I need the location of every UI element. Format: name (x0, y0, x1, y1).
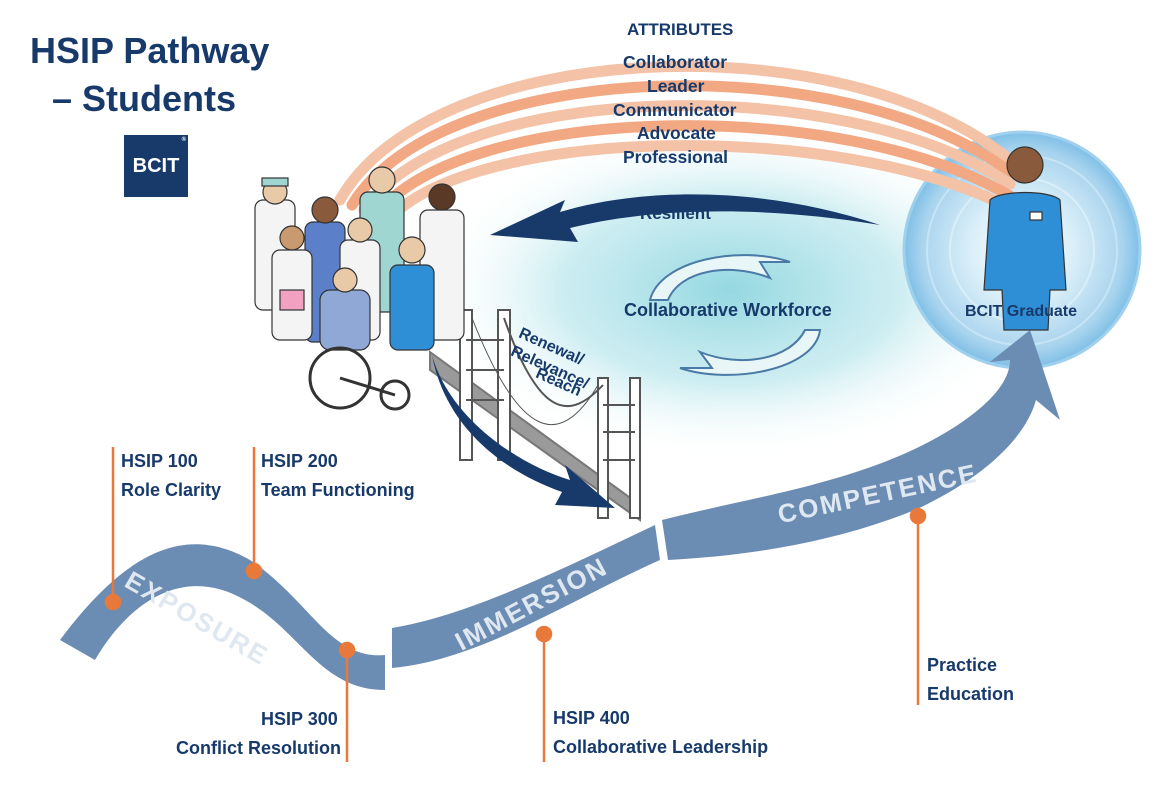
logo-text: BCIT (132, 154, 180, 177)
hsip400-code: HSIP 400 (553, 708, 630, 728)
attribute-advocate: Advocate (637, 123, 716, 143)
cycle-arrows-icon (648, 254, 822, 376)
graduate-label: BCIT Graduate (965, 303, 1078, 320)
page-title: HSIP Pathway (30, 30, 270, 71)
page-subtitle: – Students (52, 78, 237, 119)
graduate-nurse-figure (983, 146, 1067, 331)
attributes-heading: ATTRIBUTES (627, 20, 734, 39)
attribute-communicator: Communicator (613, 100, 737, 120)
attribute-leader: Leader (647, 76, 705, 96)
hsip300-name: Conflict Resolution (176, 738, 341, 758)
attribute-collaborator: Collaborator (623, 52, 728, 72)
hsip100-name: Role Clarity (121, 480, 222, 500)
attribute-professional: Professional (623, 147, 729, 167)
pathway-ribbon (60, 330, 1060, 690)
bcit-logo: BCIT ® (124, 135, 188, 197)
milestone-markers (104, 447, 927, 762)
renewal-arrow (432, 355, 615, 508)
collaborative-workforce-label: Collaborative Workforce (624, 300, 832, 320)
resilient-arrow (490, 194, 880, 242)
logo-registered-mark: ® (181, 137, 186, 143)
bridge-illustration (429, 309, 641, 522)
hsip200-name: Team Functioning (261, 480, 415, 500)
hsip400-name: Collaborative Leadership (553, 737, 769, 757)
hsip100-code: HSIP 100 (121, 451, 198, 471)
practice-label: Practice (927, 655, 998, 675)
workforce-glow (420, 120, 1040, 460)
hsip300-code: HSIP 300 (261, 709, 338, 729)
resilient-label: Resilient (640, 204, 711, 223)
hsip200-code: HSIP 200 (261, 451, 338, 471)
healthcare-team-illustration (254, 166, 465, 411)
education-label: Education (927, 684, 1015, 704)
